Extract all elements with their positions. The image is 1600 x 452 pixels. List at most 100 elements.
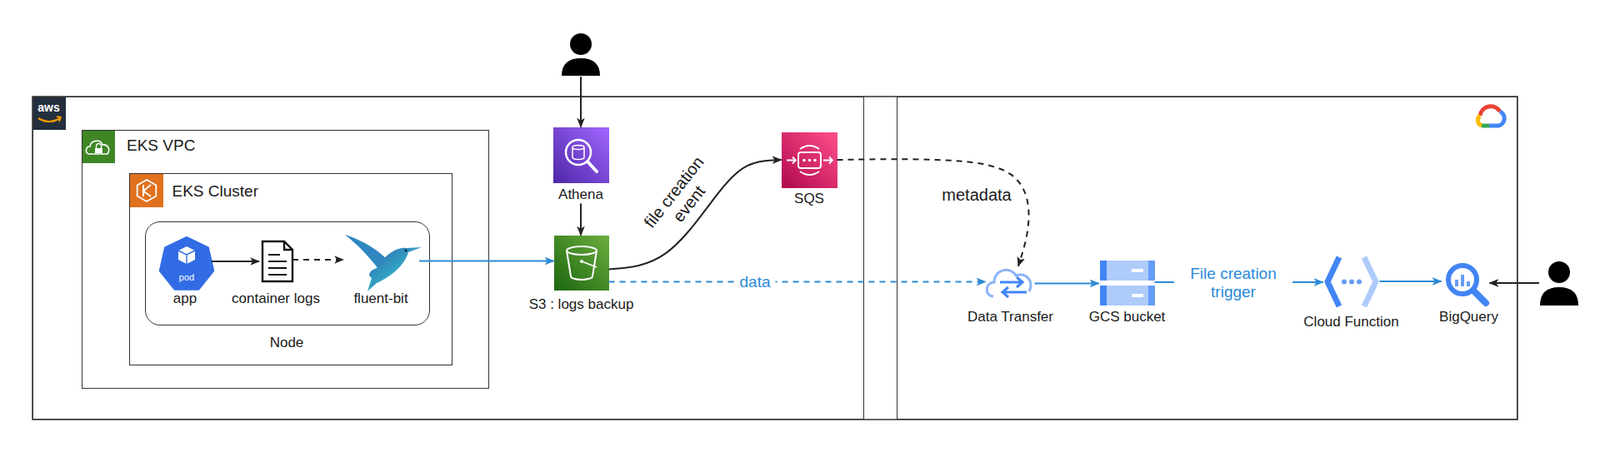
cube-glyph bbox=[178, 246, 195, 265]
logo-arc bbox=[1477, 115, 1482, 126]
logo-text: aws bbox=[37, 100, 60, 114]
bucket-bar bbox=[1131, 294, 1144, 298]
bucket-bar bbox=[1100, 260, 1155, 281]
athena-icon bbox=[553, 127, 610, 184]
network-box: EKS VPCEKS ClusterNodeappcontainer logsf… bbox=[81, 130, 490, 390]
user-body bbox=[561, 58, 600, 76]
cube-glyph bbox=[178, 250, 195, 265]
connector bbox=[1490, 282, 1540, 285]
connector bbox=[419, 260, 555, 263]
connector bbox=[580, 204, 582, 236]
cloud-region-box: Data TransferGCS bucketCloud FunctionBig… bbox=[896, 96, 1518, 420]
service-label: app bbox=[173, 290, 197, 308]
icon-tile bbox=[554, 235, 610, 291]
service-icon: SQS bbox=[781, 132, 838, 189]
cloud-region-box: awsEKS VPCEKS ClusterNodeappcontainer lo… bbox=[32, 96, 865, 420]
bar-glyph bbox=[1466, 281, 1470, 287]
service-label: fluent-bit bbox=[353, 290, 408, 308]
connector bbox=[609, 160, 782, 270]
connector bbox=[211, 260, 260, 263]
aws-logo bbox=[32, 96, 66, 130]
service-icon: fluent-bit bbox=[343, 233, 420, 290]
user-body bbox=[1540, 287, 1579, 306]
doc-lines bbox=[268, 255, 287, 275]
db-glyph bbox=[572, 147, 585, 160]
service-label: Data Transfer bbox=[967, 309, 1054, 326]
edge-label: data bbox=[735, 273, 776, 292]
queue-glyph bbox=[802, 159, 806, 163]
service-icon: GCS bucket bbox=[1099, 260, 1155, 306]
service-icon: Data Transfer bbox=[985, 266, 1035, 302]
bird-eye bbox=[404, 249, 407, 252]
bigquery-icon bbox=[1448, 265, 1486, 304]
connector bbox=[1380, 280, 1442, 283]
handle-glyph bbox=[587, 161, 597, 172]
bucket-bar bbox=[1100, 260, 1107, 281]
icon-tile bbox=[553, 127, 610, 184]
connector bbox=[837, 159, 1030, 266]
connector bbox=[1155, 281, 1324, 284]
data-transfer-icon bbox=[986, 270, 1031, 298]
service-icon: Athena bbox=[553, 127, 610, 205]
k-glyph bbox=[143, 185, 151, 197]
doc-fold bbox=[284, 241, 293, 250]
queue-glyph bbox=[808, 159, 812, 163]
connector bbox=[609, 281, 986, 284]
db-glyph bbox=[572, 145, 585, 150]
service-label: SQS bbox=[794, 190, 825, 208]
service-icon: S3 : logs backup bbox=[554, 235, 610, 291]
gcp-logo bbox=[1477, 106, 1505, 126]
service-icon: app bbox=[158, 235, 212, 289]
s3-icon bbox=[554, 235, 610, 291]
service-icon: BigQuery bbox=[1441, 260, 1490, 306]
gcs-icon bbox=[1100, 260, 1155, 306]
connector bbox=[580, 76, 582, 128]
icon-tile bbox=[781, 132, 838, 189]
bucket-glyph bbox=[581, 261, 597, 268]
logo-smile bbox=[56, 116, 61, 122]
user-icon bbox=[1539, 260, 1580, 306]
doc-outline bbox=[262, 241, 293, 282]
icon-tile bbox=[130, 174, 164, 208]
bar-glyph bbox=[1460, 275, 1465, 287]
handle-glyph bbox=[1473, 290, 1486, 304]
icon-caption: pod bbox=[179, 272, 195, 284]
edge-label: File creation trigger bbox=[1174, 265, 1293, 302]
user-figure bbox=[1540, 261, 1579, 306]
group-heading: EKS VPC bbox=[126, 136, 195, 155]
connector bbox=[292, 259, 344, 261]
sqs-icon bbox=[781, 132, 838, 189]
edge-label: file creation event bbox=[634, 145, 729, 252]
bracket-glyph bbox=[1364, 257, 1376, 307]
hexagon-glyph bbox=[137, 180, 157, 202]
bucket-bar bbox=[1100, 285, 1155, 306]
frame-outline bbox=[32, 96, 1518, 420]
bucket-bar bbox=[1148, 285, 1155, 306]
bucket-bar bbox=[1131, 269, 1144, 273]
logo-smile bbox=[38, 118, 60, 122]
logo-tile bbox=[32, 96, 66, 130]
service-label: GCS bucket bbox=[1089, 309, 1166, 326]
connector bbox=[1035, 283, 1100, 285]
bar-glyph bbox=[1455, 280, 1459, 287]
bracket-glyph bbox=[1327, 257, 1340, 307]
icon-tile bbox=[81, 130, 115, 164]
bucket-bar bbox=[1148, 260, 1155, 281]
dot-glyph bbox=[1356, 280, 1362, 285]
service-label: Cloud Function bbox=[1303, 314, 1399, 331]
user-head bbox=[1548, 261, 1570, 284]
cluster-box: EKS ClusterNodeappcontainer logsfluent-b… bbox=[129, 173, 453, 366]
arrow-glyph bbox=[1002, 287, 1027, 298]
lock-glyph bbox=[96, 144, 102, 150]
lock-glyph bbox=[95, 148, 103, 154]
logo-arc bbox=[1481, 124, 1490, 129]
queue-glyph bbox=[786, 145, 833, 175]
bird-body bbox=[367, 247, 422, 292]
bucket-glyph bbox=[566, 250, 597, 280]
fluent-bit-bird bbox=[345, 235, 422, 292]
service-label: container logs bbox=[231, 290, 320, 308]
dot-glyph bbox=[1341, 280, 1347, 285]
bucket-bar bbox=[1100, 285, 1107, 306]
logo-arc bbox=[1489, 111, 1505, 126]
